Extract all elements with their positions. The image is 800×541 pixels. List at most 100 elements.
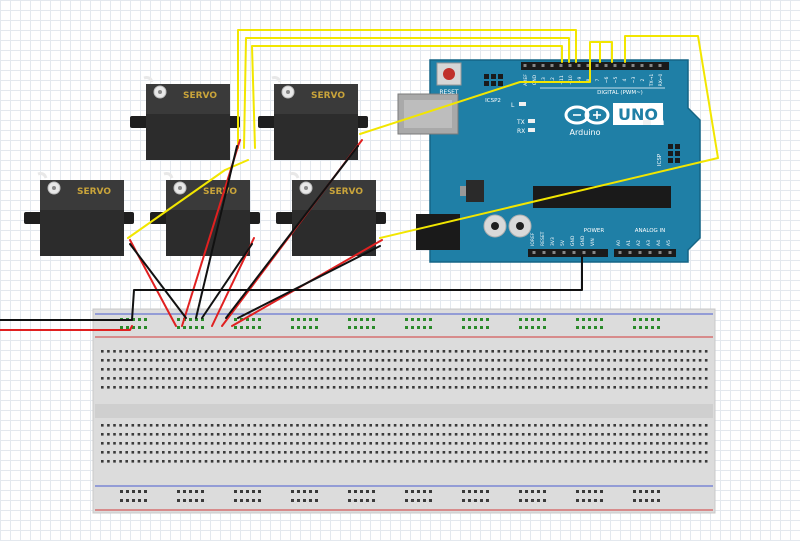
terminal-hole bbox=[503, 377, 507, 380]
terminal-hole bbox=[515, 368, 519, 371]
rail-hole bbox=[474, 318, 477, 321]
terminal-hole bbox=[253, 368, 257, 371]
terminal-hole bbox=[467, 460, 470, 463]
capacitor-2-top bbox=[516, 222, 524, 230]
terminal-hole bbox=[399, 350, 403, 353]
terminal-hole bbox=[540, 386, 543, 389]
terminal-hole bbox=[589, 451, 592, 454]
terminal-hole bbox=[485, 377, 488, 380]
terminal-hole bbox=[284, 433, 287, 436]
terminal-hole bbox=[101, 442, 104, 445]
power-pin-socket bbox=[552, 251, 556, 254]
terminal-hole bbox=[650, 424, 653, 427]
terminal-hole bbox=[296, 386, 299, 389]
terminal-hole bbox=[149, 433, 153, 436]
terminal-hole bbox=[363, 451, 366, 454]
terminal-hole bbox=[704, 433, 708, 436]
terminal-hole bbox=[186, 424, 189, 427]
terminal-hole bbox=[662, 377, 665, 380]
terminal-hole bbox=[430, 377, 433, 380]
terminal-hole bbox=[125, 359, 128, 362]
terminal-hole bbox=[162, 350, 165, 353]
terminal-hole bbox=[650, 386, 653, 389]
rail-hole bbox=[543, 318, 546, 321]
terminal-hole bbox=[668, 377, 671, 380]
terminal-hole bbox=[296, 424, 299, 427]
rail-hole bbox=[651, 326, 654, 329]
digital-pin-label: ~6 bbox=[604, 77, 610, 84]
terminal-hole bbox=[631, 460, 635, 463]
terminal-hole bbox=[576, 377, 580, 380]
analog-header bbox=[614, 249, 676, 257]
terminal-hole bbox=[564, 350, 568, 353]
terminal-hole bbox=[521, 368, 525, 371]
terminal-hole bbox=[418, 442, 421, 445]
icsp-label: ICSP bbox=[657, 153, 663, 166]
terminal-hole bbox=[564, 359, 568, 362]
terminal-hole bbox=[424, 424, 427, 427]
rail-hole bbox=[543, 326, 546, 329]
terminal-hole bbox=[430, 424, 433, 427]
terminal-hole bbox=[332, 350, 336, 353]
terminal-hole bbox=[430, 386, 433, 389]
terminal-hole bbox=[686, 424, 690, 427]
terminal-hole bbox=[680, 350, 684, 353]
terminal-hole bbox=[302, 368, 305, 371]
terminal-hole bbox=[418, 433, 421, 436]
terminal-hole bbox=[540, 442, 543, 445]
terminal-hole bbox=[479, 442, 482, 445]
terminal-hole bbox=[595, 424, 598, 427]
terminal-hole bbox=[259, 350, 263, 353]
power-pin-socket bbox=[582, 251, 586, 254]
servo-horn-center bbox=[178, 186, 182, 190]
terminal-hole bbox=[198, 350, 202, 353]
terminal-hole bbox=[662, 424, 665, 427]
terminal-hole bbox=[277, 460, 281, 463]
l-label: L bbox=[511, 102, 515, 109]
terminal-hole bbox=[125, 386, 128, 389]
terminal-hole bbox=[235, 386, 238, 389]
terminal-hole bbox=[277, 451, 281, 454]
terminal-hole bbox=[107, 451, 110, 454]
terminal-hole bbox=[479, 377, 482, 380]
rail-hole bbox=[588, 318, 591, 321]
terminal-hole bbox=[540, 359, 543, 362]
terminal-hole bbox=[314, 359, 318, 362]
terminal-hole bbox=[143, 386, 147, 389]
terminal-hole bbox=[271, 451, 275, 454]
tx-label: TX bbox=[516, 119, 525, 126]
rail-hole bbox=[468, 490, 471, 493]
terminal-hole bbox=[564, 377, 568, 380]
terminal-hole bbox=[192, 359, 196, 362]
terminal-hole bbox=[662, 460, 665, 463]
terminal-hole bbox=[485, 460, 488, 463]
terminal-hole bbox=[674, 442, 677, 445]
terminal-hole bbox=[601, 451, 604, 454]
terminal-hole bbox=[162, 460, 165, 463]
terminal-hole bbox=[424, 377, 427, 380]
terminal-hole bbox=[631, 368, 635, 371]
terminal-hole bbox=[125, 368, 128, 371]
terminal-hole bbox=[491, 377, 494, 380]
terminal-hole bbox=[284, 368, 287, 371]
terminal-hole bbox=[326, 359, 330, 362]
terminal-hole bbox=[406, 368, 409, 371]
terminal-hole bbox=[607, 350, 610, 353]
rail-hole bbox=[576, 490, 579, 493]
rail-hole bbox=[372, 490, 375, 493]
terminal-hole bbox=[552, 442, 555, 445]
analog-pin-socket bbox=[648, 251, 652, 254]
digital-pin-label: ~10 bbox=[568, 75, 574, 85]
terminal-hole bbox=[162, 377, 165, 380]
digital-pin-socket bbox=[604, 64, 608, 67]
terminal-hole bbox=[192, 433, 196, 436]
rail-hole bbox=[417, 499, 420, 502]
rail-hole bbox=[600, 326, 603, 329]
terminal-hole bbox=[436, 350, 440, 353]
terminal-hole bbox=[271, 368, 275, 371]
terminal-hole bbox=[381, 442, 385, 445]
terminal-hole bbox=[637, 368, 641, 371]
terminal-hole bbox=[454, 377, 458, 380]
terminal-hole bbox=[558, 377, 562, 380]
terminal-hole bbox=[259, 460, 263, 463]
